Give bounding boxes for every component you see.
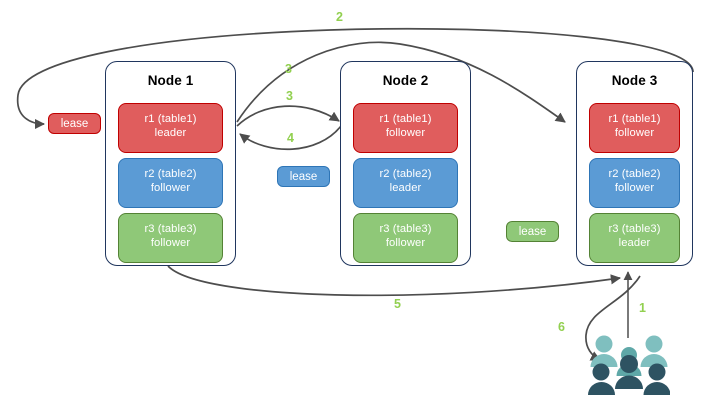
edge-3-short-path — [236, 105, 340, 127]
replica-role: follower — [150, 237, 191, 249]
node-container-node3[interactable]: Node 3 r1 (table1) follower r2 (table2) … — [576, 61, 693, 266]
replica-name: r2 (table2) — [379, 168, 432, 180]
replica-name: r3 (table3) — [608, 223, 661, 235]
replica-name: r2 (table2) — [144, 168, 197, 180]
edge-label-3b: 3 — [286, 89, 293, 103]
edge-label-5: 5 — [394, 297, 401, 311]
edge-5-path — [167, 265, 622, 297]
replica-role: follower — [614, 182, 655, 194]
node-container-node1[interactable]: Node 1 r1 (table1) leader r2 (table2) fo… — [105, 61, 236, 266]
replica-r3-node1[interactable]: r3 (table3) follower — [118, 213, 223, 263]
replica-role: follower — [614, 127, 655, 139]
replica-r2-node2[interactable]: r2 (table2) leader — [353, 158, 458, 208]
replica-r3-node2[interactable]: r3 (table3) follower — [353, 213, 458, 263]
replica-name: r1 (table1) — [379, 113, 432, 125]
replica-r2-node3[interactable]: r2 (table2) follower — [589, 158, 680, 208]
users-group-icon — [588, 335, 670, 395]
node-title: Node 2 — [382, 73, 429, 88]
edge-label-4: 4 — [287, 131, 294, 145]
edge-label-2: 2 — [336, 10, 343, 24]
edge-2-path — [16, 27, 694, 130]
node-container-node2[interactable]: Node 2 r1 (table1) follower r2 (table2) … — [340, 61, 471, 266]
replica-r3-node3[interactable]: r3 (table3) leader — [589, 213, 680, 263]
node-title: Node 1 — [147, 73, 194, 88]
replica-role: follower — [385, 127, 426, 139]
edge-label-3a: 3 — [285, 62, 292, 76]
replica-r1-node1[interactable]: r1 (table1) leader — [118, 103, 223, 153]
replica-name: r1 (table1) — [144, 113, 197, 125]
replica-r2-node1[interactable]: r2 (table2) follower — [118, 158, 223, 208]
lease-badge-table2[interactable]: lease — [277, 166, 330, 187]
replica-role: follower — [150, 182, 191, 194]
edge-3-long-path — [236, 41, 566, 123]
edge-4-path — [239, 125, 342, 151]
replica-role: follower — [385, 237, 426, 249]
replica-role: leader — [154, 127, 187, 139]
edge-6-path — [585, 275, 641, 361]
replica-role: leader — [618, 237, 651, 249]
edge-label-1: 1 — [639, 301, 646, 315]
replica-role: leader — [389, 182, 422, 194]
replica-name: r3 (table3) — [379, 223, 432, 235]
replica-name: r2 (table2) — [608, 168, 661, 180]
replica-r1-node3[interactable]: r1 (table1) follower — [589, 103, 680, 153]
replica-name: r1 (table1) — [608, 113, 661, 125]
replica-r1-node2[interactable]: r1 (table1) follower — [353, 103, 458, 153]
lease-badge-table3[interactable]: lease — [506, 221, 559, 242]
edge-label-6: 6 — [558, 320, 565, 334]
node-title: Node 3 — [611, 73, 658, 88]
replica-name: r3 (table3) — [144, 223, 197, 235]
lease-badge-table1[interactable]: lease — [48, 113, 101, 134]
